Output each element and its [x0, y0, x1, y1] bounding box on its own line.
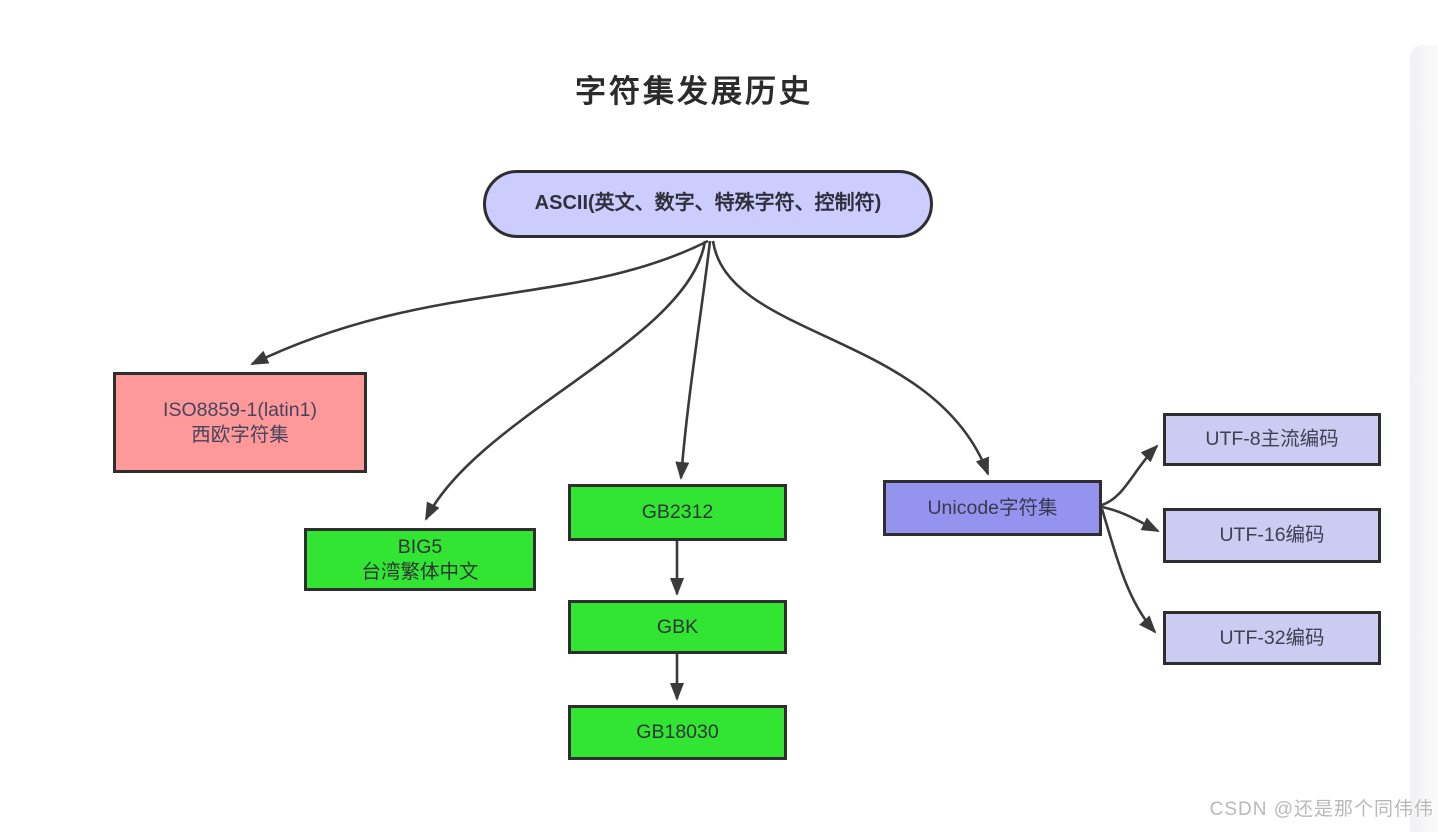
node-big5-line1: BIG5 — [397, 535, 443, 558]
edge-unicode-to-utf8 — [1101, 444, 1159, 507]
edge-ascii-to-big5 — [424, 240, 707, 521]
node-big5-line2: 台湾繁体中文 — [361, 560, 479, 583]
node-gb18030-label: GB18030 — [636, 721, 719, 744]
node-utf8-label: UTF-8主流编码 — [1205, 428, 1339, 451]
page-edge-strip — [1410, 45, 1438, 832]
node-utf16-label: UTF-16编码 — [1219, 524, 1325, 547]
node-utf8: UTF-8主流编码 — [1163, 413, 1381, 466]
node-gb2312-label: GB2312 — [641, 501, 714, 524]
edge-ascii-to-iso — [250, 239, 709, 366]
node-unicode-label: Unicode字符集 — [927, 496, 1058, 519]
node-utf32-label: UTF-32编码 — [1219, 626, 1325, 649]
node-big5: BIG5 台湾繁体中文 — [304, 528, 536, 591]
node-iso8859-1: ISO8859-1(latin1) 西欧字符集 — [113, 372, 367, 473]
node-gbk-label: GBK — [656, 615, 699, 638]
node-iso8859-1-line1: ISO8859-1(latin1) — [163, 398, 317, 421]
edge-unicode-to-utf16 — [1101, 505, 1160, 533]
edge-unicode-to-utf32 — [1100, 508, 1157, 634]
node-unicode: Unicode字符集 — [883, 480, 1102, 536]
node-utf16: UTF-16编码 — [1163, 508, 1381, 563]
node-gb2312: GB2312 — [568, 484, 787, 541]
diagram-title: 字符集发展历史 — [575, 74, 813, 109]
node-gb18030: GB18030 — [568, 705, 787, 760]
node-ascii-label: ASCII(英文、数字、特殊字符、控制符) — [534, 192, 882, 215]
watermark: CSDN @还是那个同伟伟 — [1209, 799, 1434, 820]
edge-ascii-to-gb2312 — [675, 240, 712, 480]
node-ascii: ASCII(英文、数字、特殊字符、控制符) — [483, 170, 933, 238]
node-utf32: UTF-32编码 — [1163, 611, 1381, 665]
node-gbk: GBK — [568, 600, 787, 654]
node-iso8859-1-line2: 西欧字符集 — [191, 423, 289, 446]
edge-ascii-to-unicode — [711, 240, 990, 476]
